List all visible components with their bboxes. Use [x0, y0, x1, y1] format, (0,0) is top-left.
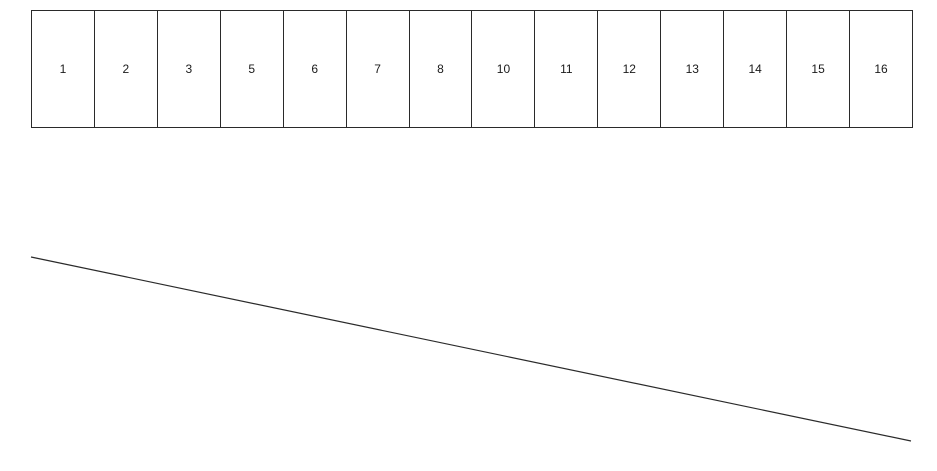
tile-6[interactable]: 7 [347, 11, 410, 127]
tile-7[interactable]: 8 [410, 11, 473, 127]
tile-11[interactable]: 13 [661, 11, 725, 127]
tile-2[interactable]: 2 [95, 11, 158, 127]
tile-1[interactable]: 1 [32, 11, 95, 127]
tile-10[interactable]: 12 [598, 11, 662, 127]
tile-row: 1 2 3 5 6 7 8 10 11 12 13 14 15 16 [31, 10, 913, 128]
tile-13[interactable]: 15 [787, 11, 851, 127]
tile-12[interactable]: 14 [724, 11, 788, 127]
diagonal-line [30, 256, 912, 442]
tile-14[interactable]: 16 [850, 11, 913, 127]
tile-4[interactable]: 5 [221, 11, 284, 127]
tile-5[interactable]: 6 [284, 11, 347, 127]
tile-9[interactable]: 11 [535, 11, 599, 127]
tile-3[interactable]: 3 [158, 11, 221, 127]
tile-8[interactable]: 10 [472, 11, 536, 127]
